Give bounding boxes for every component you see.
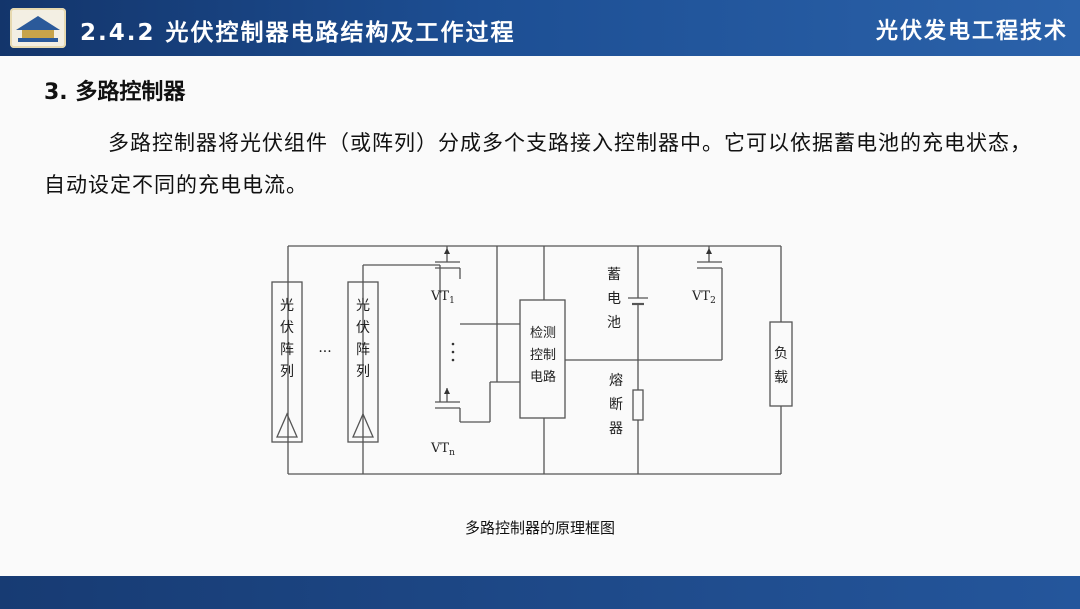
fuse-label-3: 器 bbox=[609, 421, 623, 437]
vt2-label: VT2 bbox=[691, 289, 716, 306]
battery-label-2: 电 bbox=[607, 291, 621, 307]
battery-label-3: 池 bbox=[607, 315, 621, 331]
pv-ellipsis: ··· bbox=[318, 344, 331, 360]
pv-array-1-label-1: 光 bbox=[280, 298, 294, 314]
pv-array-2-label-3: 阵 bbox=[356, 342, 370, 358]
section-heading: 3. 多路控制器 bbox=[44, 80, 186, 105]
detect-label-3: 电路 bbox=[530, 369, 556, 385]
pv-array-1-label-4: 列 bbox=[280, 364, 294, 380]
pv-array-2-label-2: 伏 bbox=[356, 320, 370, 336]
paragraph-text: 多路控制器将光伏组件（或阵列）分成多个支路接入控制器中。它可以依据蓄电池的充电状… bbox=[44, 131, 1032, 197]
pv-array-2-label-1: 光 bbox=[356, 298, 370, 314]
vt1-label: VT1 bbox=[430, 289, 455, 306]
page-title: 2.4.2 光伏控制器电路结构及工作过程 bbox=[80, 20, 516, 46]
multi-way-controller-diagram: 光 伏 阵 列 光 伏 阵 列 ··· VT1 VTn VT2 检测 控制 电路… bbox=[271, 245, 793, 475]
header-bar: 2.4.2 光伏控制器电路结构及工作过程 光伏发电工程技术 bbox=[0, 0, 1080, 56]
footer-bar bbox=[0, 576, 1080, 609]
school-logo-icon bbox=[10, 8, 66, 48]
load-label-2: 载 bbox=[774, 370, 788, 386]
pv-array-1-label-3: 阵 bbox=[280, 342, 294, 358]
diagram-caption: 多路控制器的原理框图 bbox=[464, 519, 615, 537]
course-name: 光伏发电工程技术 bbox=[875, 19, 1068, 44]
pv-array-1-label-2: 伏 bbox=[280, 320, 294, 336]
pv-array-2-label-4: 列 bbox=[356, 364, 370, 380]
detect-label-2: 控制 bbox=[530, 348, 556, 363]
vt-ellipsis-vertical bbox=[451, 342, 455, 362]
vtn-label: VTn bbox=[430, 441, 455, 458]
body-paragraph: 多路控制器将光伏组件（或阵列）分成多个支路接入控制器中。它可以依据蓄电池的充电状… bbox=[44, 122, 1044, 206]
load-label-1: 负 bbox=[774, 346, 788, 362]
detect-label-1: 检测 bbox=[530, 326, 556, 341]
fuse-label-1: 熔 bbox=[609, 373, 623, 389]
fuse-label-2: 断 bbox=[609, 397, 623, 413]
battery-label-1: 蓄 bbox=[607, 267, 621, 283]
